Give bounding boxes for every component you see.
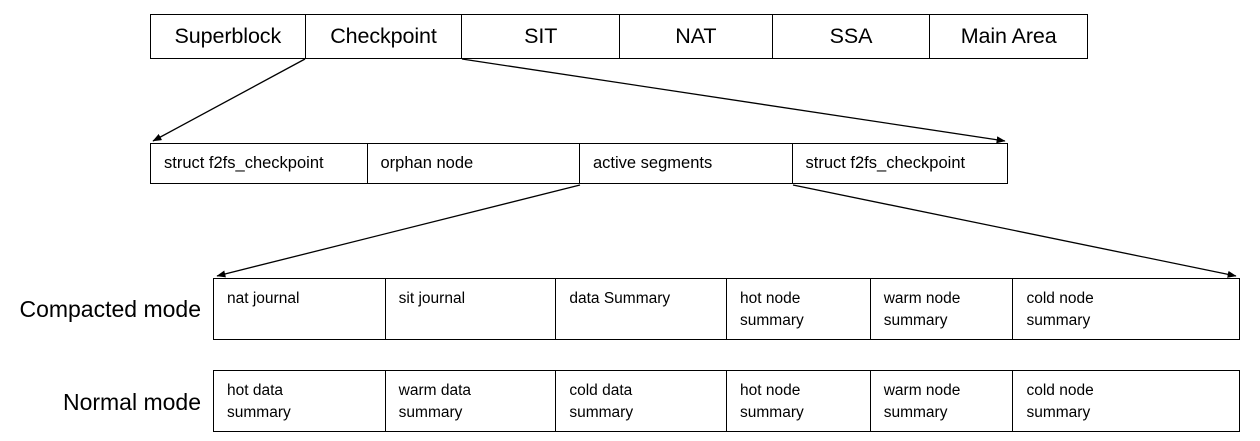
compacted-cell-data-summary[interactable]: data Summary [556,279,728,339]
normal-cell-hot-data-summary[interactable]: hot data summary [214,371,386,431]
checkpoint-pack-row: struct f2fs_checkpoint orphan node activ… [150,143,1008,184]
compacted-cell-hot-node-summary[interactable]: hot node summary [727,279,871,339]
compacted-cell-cold-node-summary[interactable]: cold node summary [1013,279,1240,339]
checkpoint-cell-orphan-node[interactable]: orphan node [367,144,580,183]
compacted-mode-row: nat journal sit journal data Summary hot… [213,278,1240,340]
normal-cell-cold-data-summary[interactable]: cold data summary [556,371,728,431]
partition-cell-checkpoint[interactable]: Checkpoint [305,15,463,58]
connector-checkpoint-to-pack-right [461,58,1006,144]
checkpoint-cell-struct-f2fs-checkpoint-head[interactable]: struct f2fs_checkpoint [151,144,368,183]
normal-mode-label: Normal mode [62,389,201,415]
normal-cell-warm-node-summary[interactable]: warm node summary [870,371,1014,431]
connector-segments-to-summary-right [792,184,1237,278]
normal-cell-warm-data-summary[interactable]: warm data summary [385,371,557,431]
checkpoint-cell-struct-f2fs-checkpoint-tail[interactable]: struct f2fs_checkpoint [792,144,1007,183]
normal-cell-cold-node-summary[interactable]: cold node summary [1013,371,1240,431]
checkpoint-cell-active-segments[interactable]: active segments [580,144,793,183]
compacted-cell-sit-journal[interactable]: sit journal [385,279,557,339]
compacted-cell-warm-node-summary[interactable]: warm node summary [870,279,1014,339]
partition-cell-superblock[interactable]: Superblock [151,15,306,58]
connector-segments-to-summary-left [216,184,581,278]
partition-layout-row: Superblock Checkpoint SIT NAT SSA Main A… [150,14,1088,59]
partition-cell-ssa[interactable]: SSA [772,15,931,58]
normal-mode-row: hot data summary warm data summary cold … [213,370,1240,432]
partition-cell-main-area[interactable]: Main Area [930,15,1087,58]
compacted-cell-nat-journal[interactable]: nat journal [214,279,386,339]
compacted-mode-label: Compacted mode [19,296,201,322]
partition-cell-nat[interactable]: NAT [620,15,773,58]
normal-cell-hot-node-summary[interactable]: hot node summary [727,371,871,431]
connector-checkpoint-to-pack-left [152,58,306,142]
partition-cell-sit[interactable]: SIT [462,15,620,58]
